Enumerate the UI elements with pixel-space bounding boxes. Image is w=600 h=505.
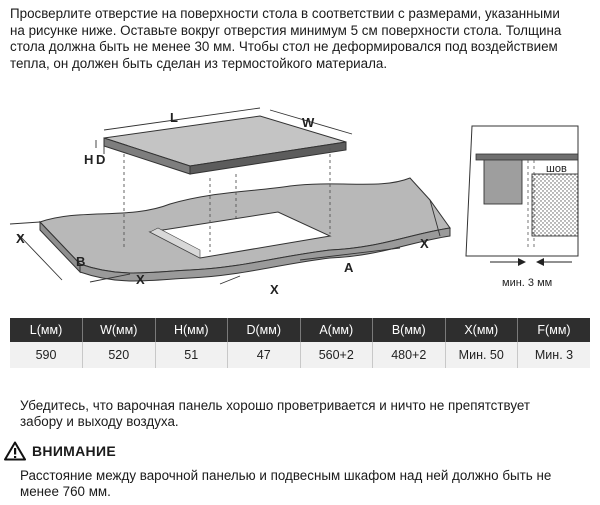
cell-f: Мин. 3 (517, 342, 590, 368)
cell-a: 560+2 (300, 342, 373, 368)
countertop (39, 177, 451, 282)
col-l: L(мм) (10, 318, 83, 342)
projection-lines (123, 148, 331, 252)
table-row: 590 520 51 47 560+2 480+2 Мин. 50 Мин. 3 (10, 342, 590, 368)
cell-x: Мин. 50 (445, 342, 518, 368)
col-w: W(мм) (82, 318, 156, 342)
col-x: X(мм) (445, 318, 518, 342)
label-d: D (96, 152, 105, 167)
intro-text: Просверлите отверстие на поверхности сто… (10, 6, 562, 71)
cell-d: 47 (227, 342, 301, 368)
col-d: D(мм) (227, 318, 301, 342)
dimensions-table: L(мм) W(мм) H(мм) D(мм) A(мм) B(мм) X(мм… (10, 318, 590, 368)
col-a: A(мм) (300, 318, 373, 342)
cell-b: 480+2 (372, 342, 446, 368)
seam-label: шов (546, 163, 567, 175)
col-h: H(мм) (155, 318, 228, 342)
cell-h: 51 (155, 342, 228, 368)
table-header-row: L(мм) W(мм) H(мм) D(мм) A(мм) B(мм) X(мм… (10, 318, 590, 342)
gap-label: мин. 3 мм (502, 277, 552, 289)
label-a: A (344, 260, 354, 275)
seam-detail (465, 125, 579, 266)
label-x-right: X (420, 236, 429, 251)
cell-l: 590 (10, 342, 83, 368)
warning-heading: ВНИМАНИЕ (4, 440, 116, 462)
warning-title: ВНИМАНИЕ (32, 443, 116, 459)
label-x-bottom: X (270, 282, 279, 297)
label-h: H (84, 152, 93, 167)
label-x-left: X (16, 231, 25, 246)
ventilation-note: Убедитесь, что варочная панель хорошо пр… (20, 398, 531, 429)
warning-icon (4, 441, 26, 461)
dimension-lines (9, 107, 441, 285)
label-x-bottom-left: X (136, 272, 145, 287)
col-b: B(мм) (372, 318, 446, 342)
label-w: W (302, 115, 315, 130)
installation-diagram: L W H D X B X X A X шов мин. 3 мм (9, 107, 579, 297)
label-l: L (170, 110, 178, 125)
cell-w: 520 (82, 342, 156, 368)
hob-panel (103, 115, 347, 175)
col-f: F(мм) (517, 318, 590, 342)
warning-text: Расстояние между варочной панелью и подв… (20, 468, 552, 499)
label-b: B (76, 254, 85, 269)
